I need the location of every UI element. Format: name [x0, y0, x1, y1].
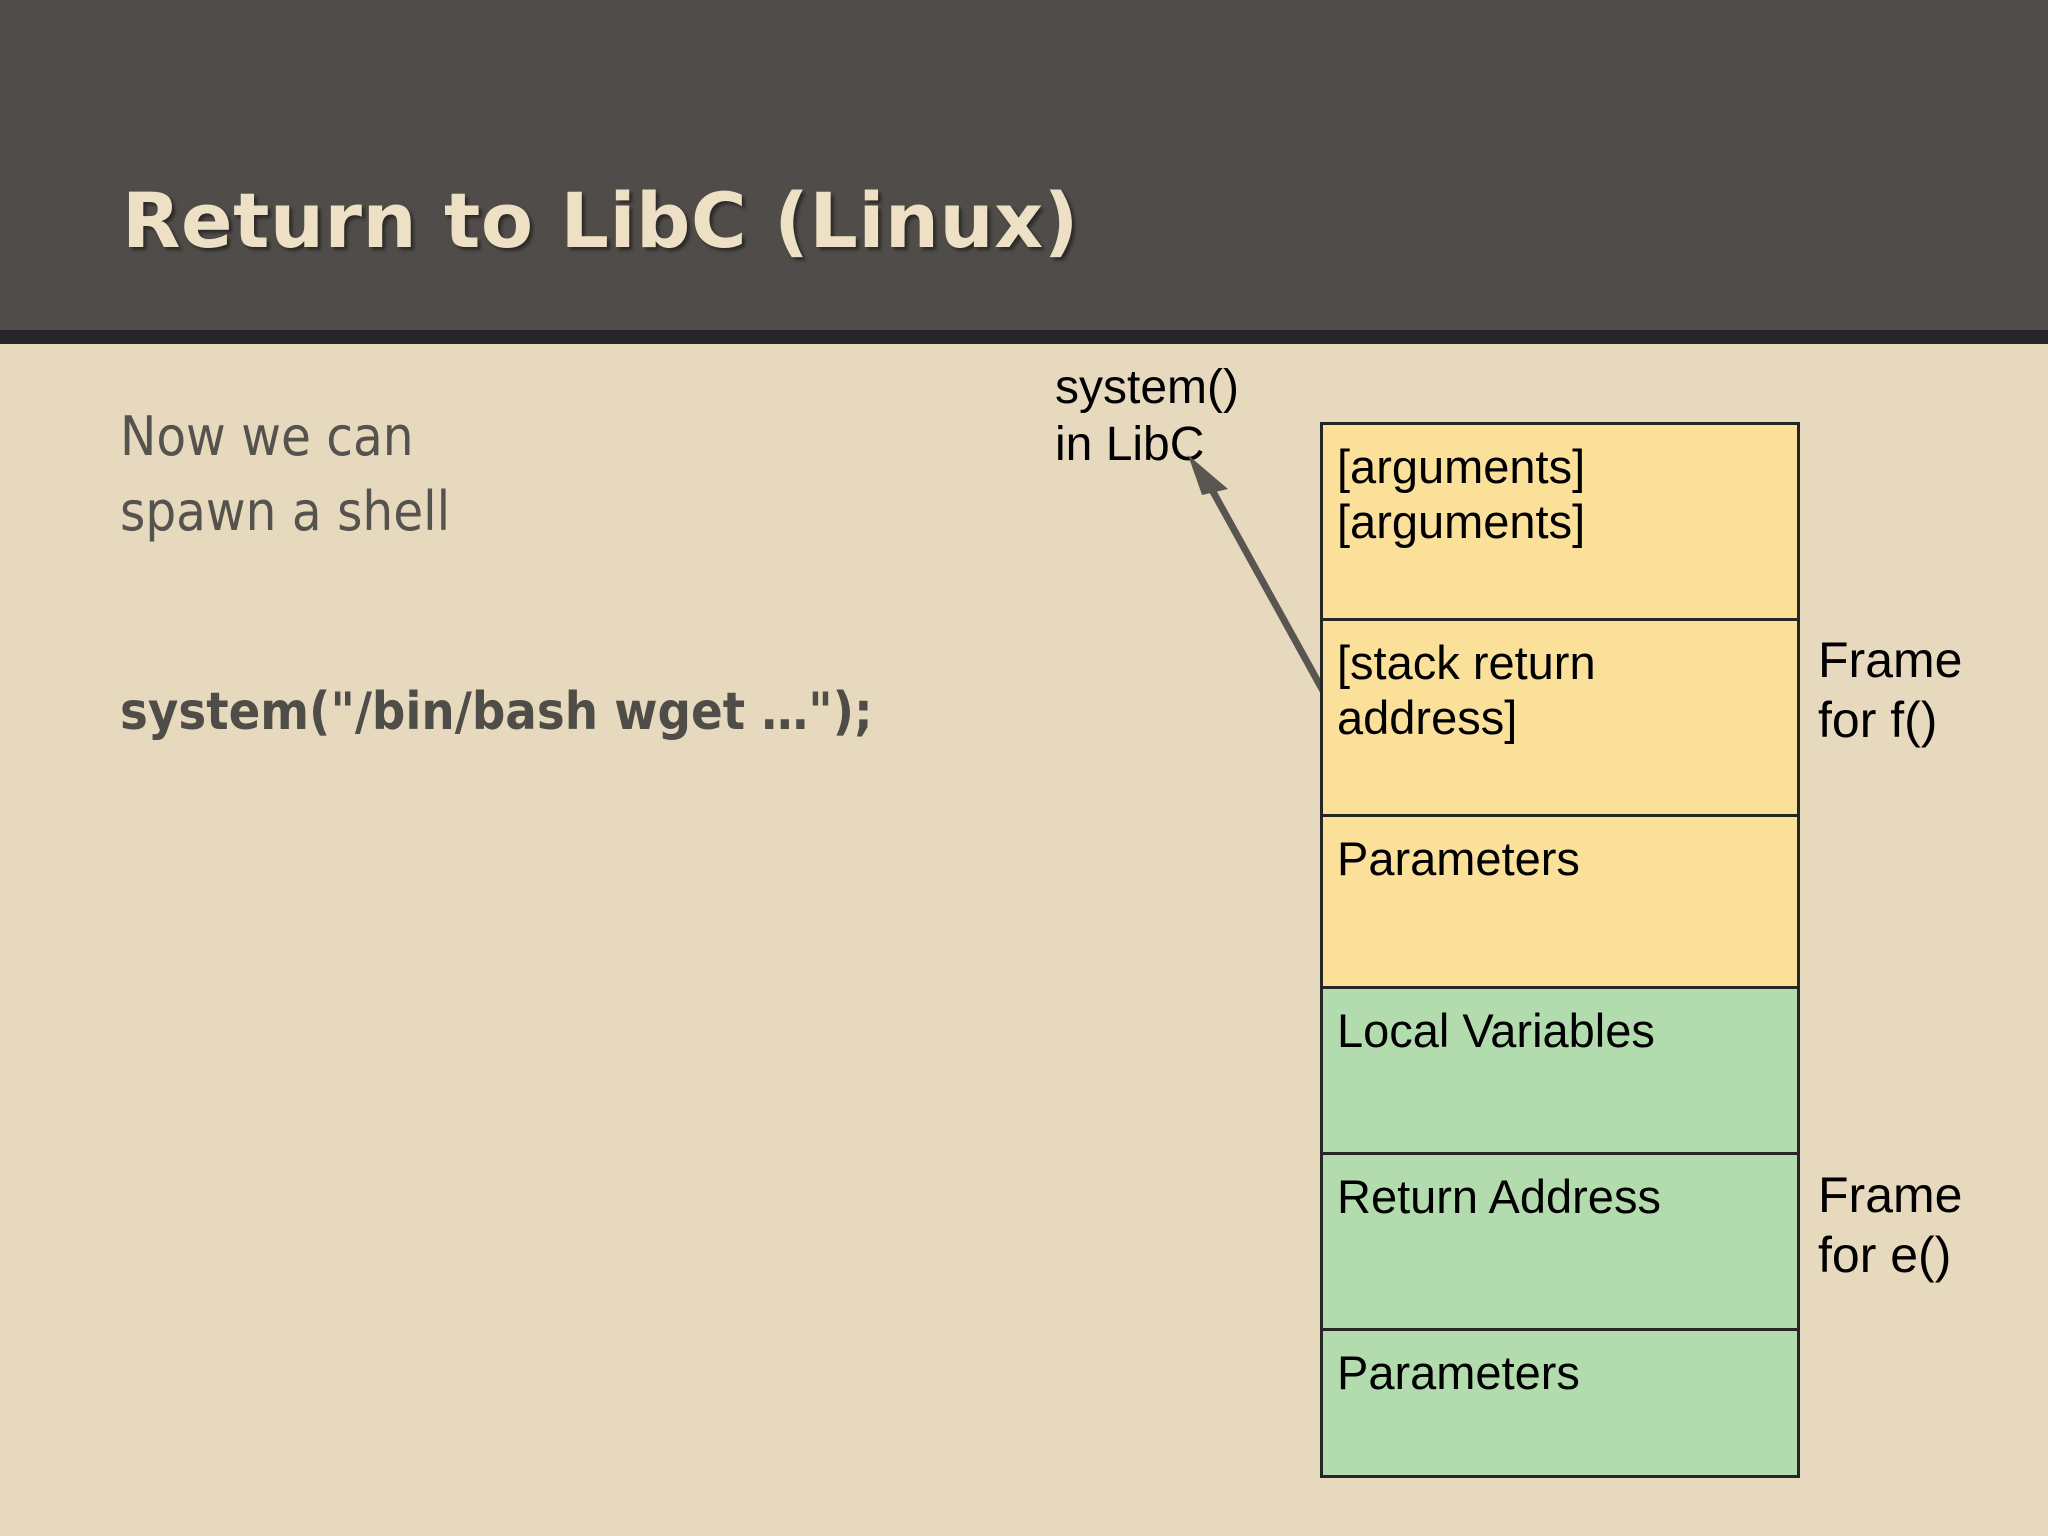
header-divider [0, 330, 2048, 344]
stack-cell-arguments-line-1: [arguments] [1337, 440, 1586, 493]
stack-cell-return-address: Return Address [1320, 1152, 1800, 1328]
stack-cell-parameters-e-label: Parameters [1337, 1346, 1580, 1399]
stack-cell-stack-return-address-line-1: [stack return [1337, 636, 1596, 689]
libc-callout: system() in LibC [1055, 360, 1239, 473]
stack-cell-parameters-f: Parameters [1320, 814, 1800, 986]
frame-label-e-line-2: for e() [1818, 1227, 1952, 1283]
frame-label-f-line-1: Frame [1818, 632, 1963, 688]
body-line-2: spawn a shell [120, 479, 451, 543]
header-band [0, 0, 2048, 330]
stack-cell-local-variables-label: Local Variables [1337, 1004, 1655, 1057]
frame-label-f-line-2: for f() [1818, 692, 1938, 748]
stack-diagram: [arguments] [arguments] [stack return ad… [1320, 422, 1800, 1478]
stack-cell-stack-return-address-line-2: address] [1337, 691, 1518, 745]
arrow-up-left-icon [1188, 455, 1336, 709]
stack-cell-local-variables: Local Variables [1320, 986, 1800, 1152]
frame-label-e-line-1: Frame [1818, 1167, 1963, 1223]
stack-cell-arguments: [arguments] [arguments] [1320, 422, 1800, 618]
stack-cell-parameters-f-label: Parameters [1337, 832, 1580, 885]
frame-label-f: Frame for f() [1818, 630, 1962, 750]
body-line-1: Now we can [120, 405, 414, 468]
stack-cell-return-address-label: Return Address [1337, 1170, 1661, 1223]
body-text-block: Now we can spawn a shell [120, 400, 1170, 549]
stack-cell-arguments-line-2: [arguments] [1337, 495, 1586, 549]
code-snippet: system("/bin/bash wget …"); [120, 682, 873, 742]
callout-line-1: system() [1055, 361, 1239, 414]
stack-cell-parameters-e: Parameters [1320, 1328, 1800, 1478]
page-title: Return to LibC (Linux) [122, 176, 1079, 265]
frame-label-e: Frame for e() [1818, 1165, 1962, 1285]
callout-line-2: in LibC [1055, 417, 1205, 471]
stack-cell-stack-return-address: [stack return address] [1320, 618, 1800, 814]
